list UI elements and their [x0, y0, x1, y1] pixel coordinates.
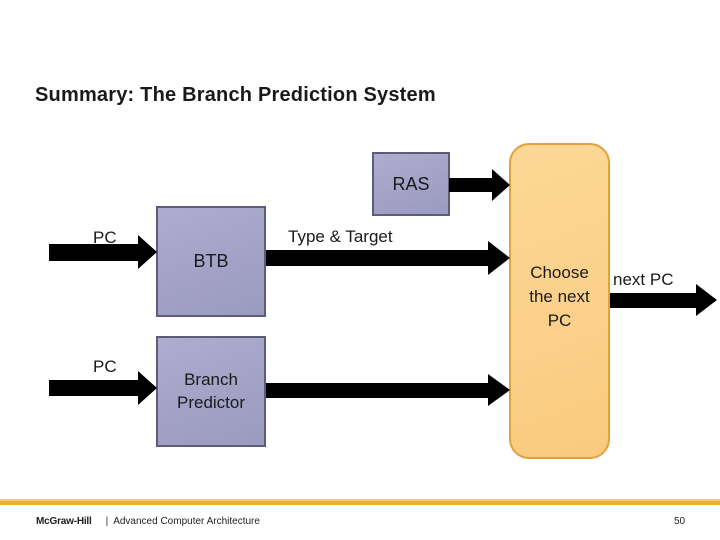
branch-predictor-box: Branch Predictor [156, 336, 266, 447]
footer-accent-bar [0, 499, 720, 505]
arrow-pc-to-branch-predictor [49, 371, 157, 405]
ras-box-label: RAS [392, 173, 430, 194]
arrow-head-icon [492, 169, 510, 201]
type-target-label: Type & Target [288, 227, 393, 246]
arrow-shaft [449, 178, 492, 192]
arrow-branch-predictor-to-choose [266, 374, 510, 407]
arrow-shaft [266, 383, 488, 398]
footer: McGraw-Hill | Advanced Computer Architec… [36, 516, 260, 527]
arrow-head-icon [488, 374, 510, 406]
btb-box-label: BTB [193, 251, 229, 271]
branch-predictor-box-label: Branch Predictor [176, 369, 246, 412]
pc-label-top: PC [93, 228, 117, 247]
arrow-shaft [49, 380, 138, 396]
btb-box: BTB [156, 206, 266, 317]
next-pc-label: next PC [613, 270, 674, 289]
ras-box: RAS [372, 152, 450, 216]
arrow-head-icon [138, 371, 157, 405]
arrow-ras-to-choose [449, 169, 510, 201]
arrow-shaft [610, 293, 696, 308]
arrow-head-icon [488, 241, 510, 275]
arrow-head-icon [696, 284, 717, 316]
pc-label-bottom: PC [93, 357, 117, 376]
choose-next-pc-box-label: Choose the next PC [529, 263, 590, 330]
footer-brand: McGraw-Hill [36, 516, 92, 527]
page-number: 50 [674, 516, 686, 527]
arrow-shaft [49, 244, 138, 261]
arrow-next-pc-out [610, 284, 717, 316]
arrow-shaft [266, 250, 488, 266]
arrow-btb-to-choose [266, 241, 510, 275]
arrow-head-icon [138, 235, 157, 269]
footer-course-title: Advanced Computer Architecture [113, 516, 260, 527]
slide-title: Summary: The Branch Prediction System [35, 84, 436, 106]
arrow-pc-to-btb [49, 235, 157, 269]
choose-next-pc-box: Choose the next PC [509, 143, 610, 459]
footer-separator: | [105, 516, 109, 527]
